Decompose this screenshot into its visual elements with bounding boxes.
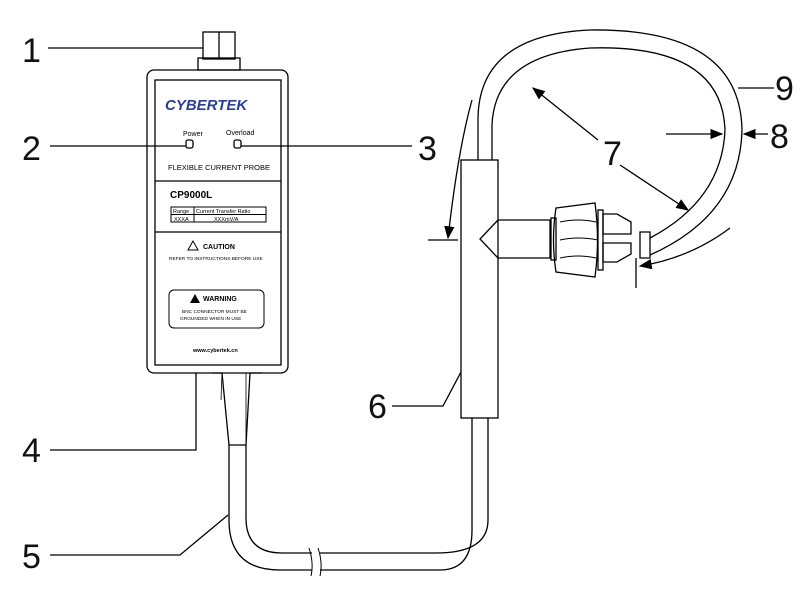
table-cell: XXXA bbox=[174, 217, 189, 223]
warning-box bbox=[168, 289, 265, 329]
overload-label: Overload bbox=[226, 130, 255, 137]
svg-text:8: 8 bbox=[770, 118, 789, 156]
website-label: www.cybertek.cn bbox=[192, 348, 238, 354]
callout-5: 5 bbox=[22, 514, 229, 576]
table-cell: XXXmV/A bbox=[214, 217, 239, 223]
caution-icon bbox=[187, 239, 199, 251]
callout-3: 3 bbox=[241, 130, 437, 168]
power-led bbox=[185, 139, 194, 149]
table-header: Range bbox=[173, 209, 189, 215]
callout-1: 1 bbox=[22, 32, 203, 70]
power-label: Power bbox=[183, 131, 204, 138]
bnc-connector bbox=[197, 31, 241, 71]
callout-8: 8 bbox=[666, 118, 789, 156]
table-header: Current Transfer Ratio bbox=[196, 209, 250, 215]
integrator-handle bbox=[460, 159, 551, 419]
callout-2: 2 bbox=[22, 130, 186, 168]
callout-7: 7 bbox=[428, 87, 731, 288]
callout-6: 6 bbox=[368, 371, 462, 426]
output-cable bbox=[212, 372, 489, 577]
svg-text:2: 2 bbox=[22, 130, 41, 168]
warning-title: WARNING bbox=[203, 296, 237, 303]
svg-text:4: 4 bbox=[22, 432, 41, 470]
flexible-coil-loop bbox=[477, 29, 743, 259]
svg-text:7: 7 bbox=[603, 135, 622, 173]
warning-text: GROUNDED WHEN IN USE bbox=[180, 316, 241, 322]
coupling-knob bbox=[550, 202, 632, 278]
probe-body: CYBERTEK Power Overload FLEXIBLE CURRENT… bbox=[146, 69, 289, 374]
model-label: CP9000L bbox=[170, 190, 212, 201]
svg-text:6: 6 bbox=[368, 388, 387, 426]
callout-9: 9 bbox=[738, 70, 794, 108]
spec-table: Range Current Transfer Ratio XXXA XXXmV/… bbox=[170, 206, 267, 223]
caution-title: CAUTION bbox=[203, 244, 235, 251]
caution-text: REFER TO INSTRUCTIONS BEFORE USE bbox=[169, 256, 263, 262]
svg-text:3: 3 bbox=[418, 130, 437, 168]
svg-text:1: 1 bbox=[22, 32, 41, 70]
overload-led bbox=[233, 139, 242, 149]
callout-4: 4 bbox=[22, 373, 197, 470]
svg-text:5: 5 bbox=[22, 538, 41, 576]
product-type: FLEXIBLE CURRENT PROBE bbox=[168, 163, 270, 172]
brand-logo: CYBERTEK bbox=[165, 97, 248, 114]
warning-icon bbox=[190, 294, 200, 303]
warning-text: BNC CONNECTOR MUST BE bbox=[182, 309, 247, 315]
svg-text:9: 9 bbox=[775, 70, 794, 108]
